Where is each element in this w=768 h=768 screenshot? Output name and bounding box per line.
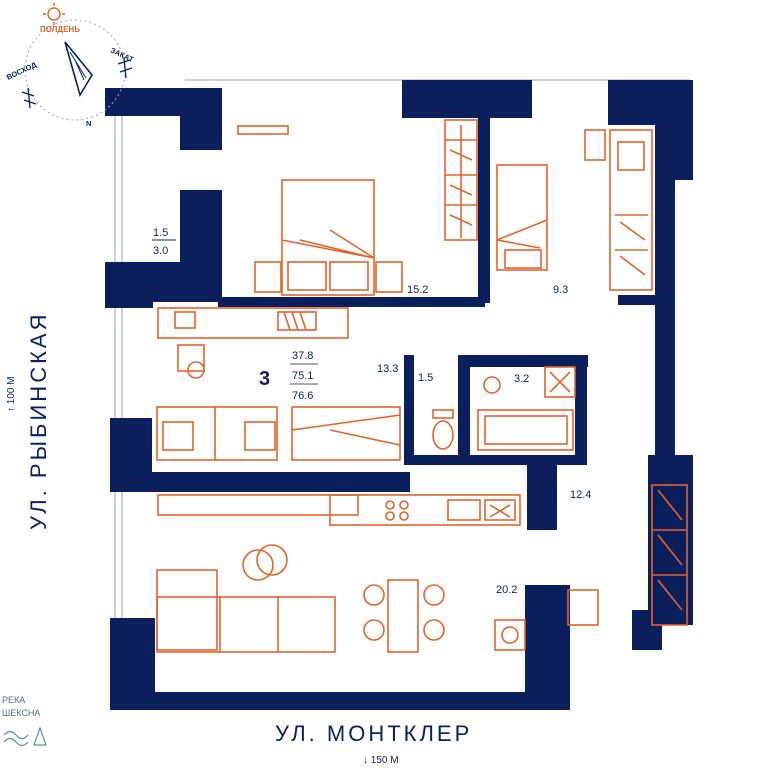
area-total-with-balcony: 76.6 [292,390,313,402]
balcony-area-top: 1.5 [153,227,168,239]
outline-lines [114,79,690,690]
street-west-distance: ↑ 100 М [6,376,17,412]
river-name-line1: РЕКА [2,695,25,705]
furniture [156,119,688,653]
room-labels: 1.5 3.0 15.2 9.3 13.3 1.5 3.2 12.4 20.2 [152,227,591,596]
sun-icon [47,7,61,21]
area-total: 75.1 [292,370,313,382]
bedroom-area: 15.2 [407,284,428,296]
area-living: 37.8 [292,350,313,362]
street-south: УЛ. МОНТКЛЕР [275,721,472,746]
street-west: УЛ. РЫБИНСКАЯ [26,312,51,530]
sunrise-icon [21,87,37,109]
wc-area: 1.5 [418,372,433,384]
river-name-line2: ШЕКСНА [2,708,40,718]
balcony-area-bottom: 3.0 [153,245,168,257]
river-icon [3,730,29,747]
river-badge: РЕКА ШЕКСНА [2,695,47,747]
street-labels: УЛ. РЫБИНСКАЯ ↑ 100 М УЛ. МОНТКЛЕР ↓ 150… [6,312,472,766]
tree-icon [33,726,47,746]
hallway-area: 12.4 [570,489,591,501]
walls [105,80,693,710]
kids-room-area: 9.3 [553,284,568,296]
compass-noon-label: ПОЛДЕНЬ [40,25,80,34]
apartment-summary: 3 37.8 75.1 76.6 [259,350,318,402]
room-count: 3 [259,368,270,390]
street-south-distance: ↓ 150 М [363,755,399,766]
living-room-area: 13.3 [377,363,398,375]
compass-sunset-label: ЗАКАТ [109,46,135,65]
compass-north-label: N [86,119,91,128]
kitchen-area: 20.2 [496,584,517,596]
compass-sunrise-label: ВОСХОД [5,60,38,82]
compass-needle-icon [64,41,93,97]
bathroom-area: 3.2 [514,373,529,385]
sunset-icon [117,57,133,79]
